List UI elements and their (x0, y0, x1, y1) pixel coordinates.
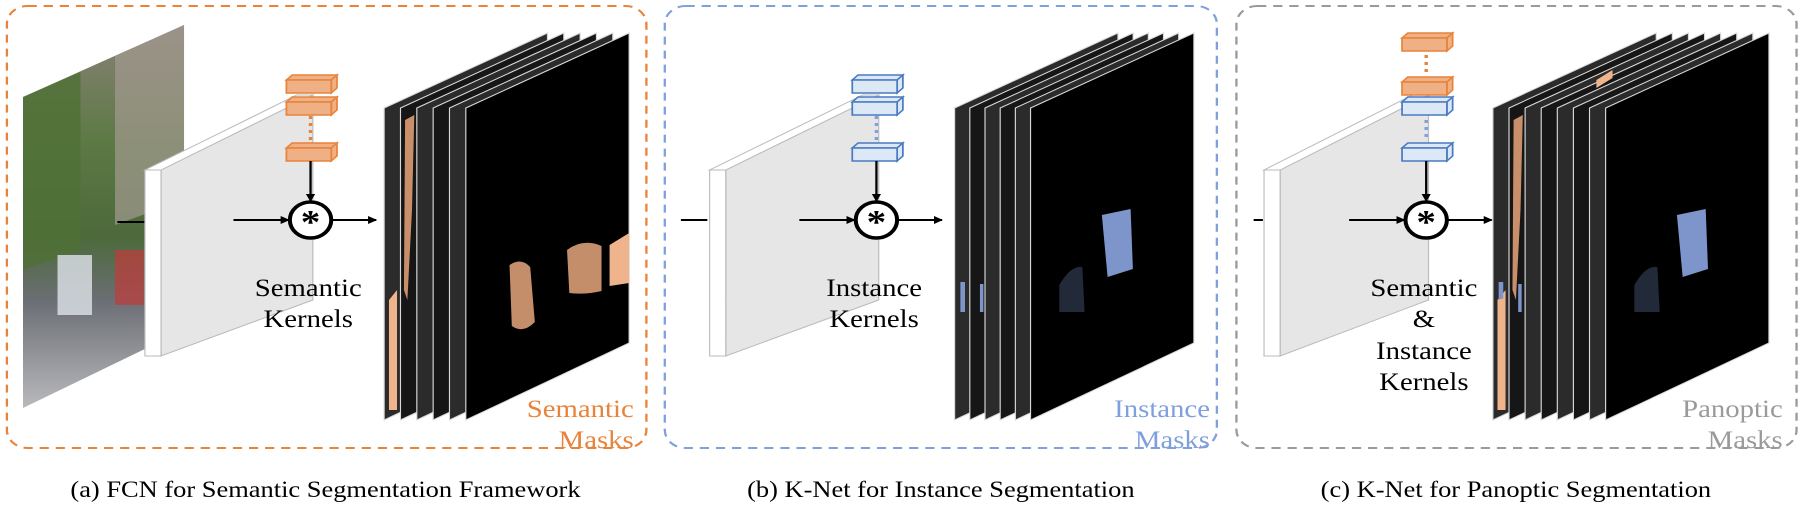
semantic-mask-region (1596, 70, 1613, 88)
feature-map-front-edge (709, 169, 727, 357)
kernel-box (850, 95, 905, 117)
kernel-front-face (851, 147, 898, 162)
kernel-label-line: Kernels (1379, 368, 1468, 396)
kernel-front-face (1401, 101, 1448, 116)
mask-label-line: Masks (1135, 426, 1210, 454)
kernel-box (1399, 141, 1455, 163)
mask-label-line: Semantic (527, 395, 634, 423)
instance-mask-region (1101, 209, 1133, 277)
panel-b-frame (663, 5, 1219, 449)
instance-mask-region (1676, 209, 1708, 277)
kernel-label-line: Semantic (255, 274, 362, 302)
feature-map-front-edge (144, 169, 162, 357)
panel-a-diagram: * (142, 32, 630, 421)
kernel-box (1399, 31, 1455, 53)
convolution-symbol: * (867, 202, 887, 240)
panel-b-labels: Instance Kernels Instance Masks (b) K-Ne… (747, 274, 1210, 503)
kernel-front-face (285, 79, 333, 94)
panel-c-diagram: * (1253, 31, 1770, 421)
kernel-box (284, 141, 340, 163)
kernel-front-face (285, 101, 333, 116)
mask-label-line: Instance (1114, 395, 1210, 423)
convolution-symbol: * (1416, 202, 1436, 240)
instance-mask-region (1518, 284, 1522, 312)
kernel-label-line: Kernels (829, 305, 918, 333)
mask-label-line: Masks (559, 426, 634, 454)
panel-b-diagram: * (680, 32, 1195, 421)
convolution-operator-circle (853, 200, 900, 240)
kernel-label-line: Kernels (264, 305, 353, 333)
kernel-front-face (1401, 81, 1448, 96)
caption-a: (a) FCN for Semantic Segmentation Framew… (70, 478, 581, 503)
instance-mask-region (1498, 282, 1504, 312)
kernel-box (284, 73, 340, 95)
semantic-mask-region (388, 290, 398, 410)
kernel-front-face (1401, 37, 1448, 52)
convolution-operator-circle (1403, 200, 1449, 240)
semantic-mask-region (609, 233, 630, 286)
kernel-front-face (851, 101, 898, 116)
panel-c-labels: Semantic & Instance Kernels Panoptic Mas… (1321, 274, 1783, 503)
feature-map-front-edge (1263, 169, 1281, 357)
kernel-front-face (1401, 147, 1448, 162)
instance-mask-region (960, 282, 965, 312)
kernel-box (1399, 95, 1455, 117)
kernel-box (284, 95, 340, 117)
panel-a-labels: Semantic Kernels Semantic Masks (a) FCN … (70, 274, 633, 503)
mask-label-line: Panoptic (1682, 395, 1783, 423)
instance-mask-region (1634, 266, 1660, 312)
convolution-symbol: * (301, 202, 321, 240)
instance-mask-region (1059, 266, 1085, 312)
caption-b: (b) K-Net for Instance Segmentation (747, 478, 1135, 503)
semantic-mask-region (1512, 115, 1523, 300)
kernel-box (1399, 75, 1455, 97)
semantic-mask-region (1497, 298, 1505, 392)
kernel-label-line: & (1413, 305, 1435, 333)
mask-label-line: Masks (1708, 426, 1783, 454)
kernel-label-line: Instance (1376, 337, 1472, 365)
kernel-front-face (285, 147, 333, 162)
kernel-box (850, 73, 905, 95)
semantic-mask-region (567, 242, 602, 294)
panel-c-frame (1235, 5, 1798, 449)
convolution-operator-circle (287, 200, 334, 240)
semantic-mask-region (509, 261, 535, 330)
mask-sheet (465, 32, 630, 421)
caption-c: (c) K-Net for Panoptic Segmentation (1321, 478, 1712, 503)
instance-mask-region (979, 284, 984, 312)
semantic-mask-region (403, 115, 415, 300)
kernel-box (850, 141, 905, 163)
panel-a-frame (5, 5, 648, 449)
kernel-front-face (851, 79, 898, 94)
kernel-label-line: Instance (826, 274, 922, 302)
kernel-label-line: Semantic (1370, 274, 1477, 302)
